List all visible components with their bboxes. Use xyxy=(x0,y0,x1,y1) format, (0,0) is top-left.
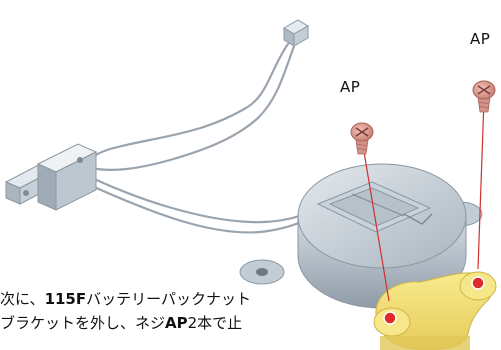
screw-ap-right-icon xyxy=(472,80,496,113)
instruction-line-1-pre: 次に、 xyxy=(0,290,45,308)
screw-code-ap: AP xyxy=(165,314,188,332)
guide-line-left xyxy=(361,139,390,302)
screw-hole-marker-left xyxy=(383,311,397,325)
screw-ap-left-icon xyxy=(350,122,374,155)
instruction-line-2-post: 2本で止 xyxy=(187,314,243,332)
instruction-line-2: ブラケットを外し、ネジAP2本で止 xyxy=(0,312,501,333)
instruction-line-2-pre: ブラケットを外し、ネジ xyxy=(0,314,166,332)
yellow-bracket xyxy=(373,271,497,350)
guide-line-right xyxy=(477,99,485,270)
screw-hole-marker-right xyxy=(471,276,485,290)
wire-connector xyxy=(283,19,309,47)
switch-housing xyxy=(4,143,98,211)
instruction-line-1: 次に、115Fバッテリーパックナット xyxy=(0,288,501,309)
instruction-line-1-post: バッテリーパックナット xyxy=(86,290,251,308)
screw-label-ap-left: AP xyxy=(340,78,361,96)
part-number-115f: 115F xyxy=(44,290,87,308)
screw-label-ap-right: AP xyxy=(470,30,491,48)
